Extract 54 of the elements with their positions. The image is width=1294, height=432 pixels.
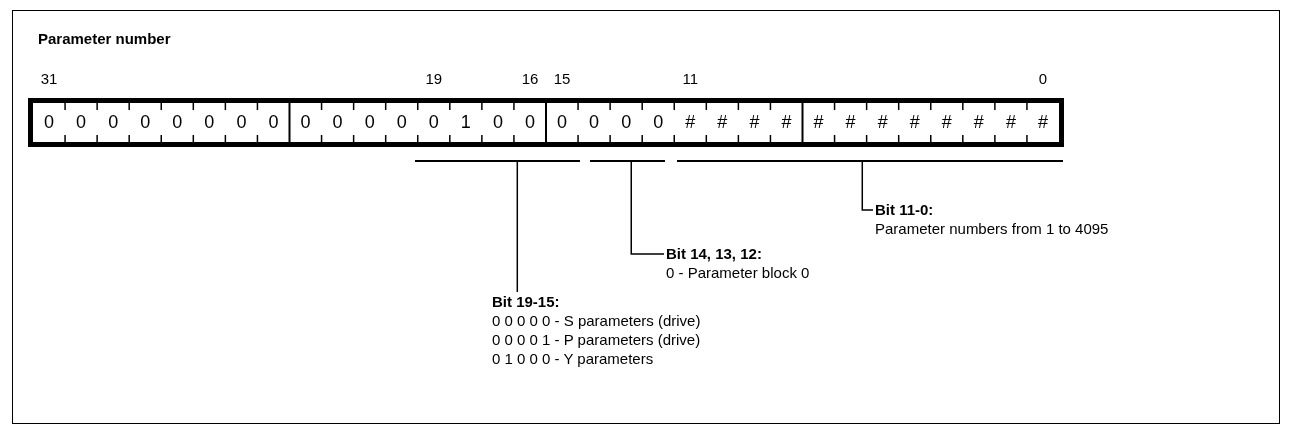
bit-number: 19 [424,70,444,87]
bit-value: 0 [161,103,194,142]
bit-value: # [866,103,899,142]
bit-value: 0 [513,103,546,142]
bracket-line [677,160,1063,162]
bit-value: # [770,103,803,142]
bit-range-heading: Bit 14, 13, 12: [666,244,763,263]
description-text: 0 0 0 0 1 - P parameters (drive) [492,330,701,349]
bit-value: # [930,103,963,142]
bit-value: 0 [225,103,258,142]
bit-value: 0 [546,103,579,142]
bit-range-heading: Bit 11-0: [875,200,935,219]
description-text: Parameter numbers from 1 to 4095 [875,219,1109,238]
bit-number: 15 [552,70,572,87]
bit-value: 0 [193,103,226,142]
leader-line [861,161,874,211]
bit-value: # [1026,103,1059,142]
bit-value: # [706,103,739,142]
bit-value: 0 [353,103,386,142]
bit-number: 16 [520,70,540,87]
bit-value: # [898,103,931,142]
bit-value: # [738,103,771,142]
bit-value: # [962,103,995,142]
leader-line [516,161,519,293]
bit-value: 0 [481,103,514,142]
bit-value: 0 [385,103,418,142]
bit-value: 0 [257,103,290,142]
description-text: 0 - Parameter block 0 [666,263,810,282]
bit-number: 0 [1037,70,1049,87]
bit-value: # [674,103,707,142]
bit-value: 0 [33,103,66,142]
bit-number: 31 [39,70,59,87]
bracket-line [590,160,665,162]
bit-value: 0 [610,103,643,142]
register-box [28,98,1064,147]
bit-value: 0 [129,103,162,142]
description-text: 0 0 0 0 0 - S parameters (drive) [492,311,701,330]
bit-value: # [802,103,835,142]
leader-line [630,161,665,255]
bit-number: 11 [681,70,700,87]
bracket-line [415,160,580,162]
bit-value: 0 [578,103,611,142]
description-text: 0 1 0 0 0 - Y parameters [492,349,655,368]
diagram-title: Parameter number [38,30,171,47]
bit-value: # [834,103,867,142]
bit-value: 0 [417,103,450,142]
bit-value: 0 [97,103,130,142]
bit-value: 1 [449,103,482,142]
bit-value: 0 [289,103,322,142]
bit-range-heading: Bit 19-15: [492,292,561,311]
bit-value: # [994,103,1027,142]
bit-value: 0 [65,103,98,142]
bit-value: 0 [321,103,354,142]
bit-value: 0 [642,103,675,142]
